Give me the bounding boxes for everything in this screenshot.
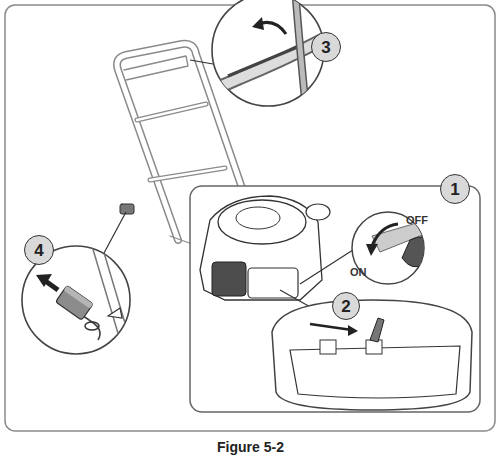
- switch-label: ON: [350, 266, 367, 278]
- callout-circle: 1: [440, 174, 470, 204]
- callout-number: 3: [321, 39, 330, 56]
- callout-circle: 2: [332, 292, 360, 320]
- switch-label: OFF: [406, 214, 428, 226]
- frame: [5, 5, 495, 431]
- callout-circle: 3: [311, 32, 341, 62]
- control-bar-magnifier: [208, 0, 324, 110]
- callout-number: 2: [341, 298, 350, 315]
- choke-magnifier: [272, 300, 472, 410]
- figure-caption: Figure 5-2: [0, 439, 501, 455]
- callout-number: 1: [450, 181, 459, 198]
- engine-inset: [190, 186, 480, 412]
- callout-circle: 4: [24, 235, 54, 265]
- callout-number: 4: [34, 242, 43, 259]
